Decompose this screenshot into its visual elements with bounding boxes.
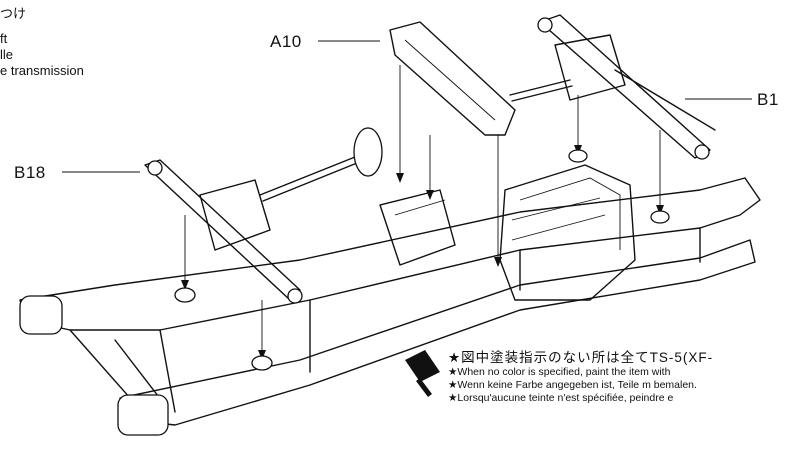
right-bumper-bracket [117, 394, 169, 436]
flywheel-disc [353, 127, 383, 177]
label-a10: A10 [270, 32, 302, 51]
note-english: ★When no color is specified, paint the i… [448, 366, 671, 378]
note-french: ★Lorsqu'aucune teinte n'est spécifiée, p… [448, 392, 674, 404]
bushing-1 [174, 287, 196, 303]
propeller-shaft [259, 79, 573, 202]
part-b1-axle [537, 14, 716, 160]
bushing-2 [251, 355, 273, 371]
assembly-arrows [181, 65, 664, 360]
header-de-fragment: lle [0, 47, 14, 62]
label-b1: B1 [757, 90, 779, 109]
paint-instruction-notes: ★図中塗装指示のない所は全てTS-5(XF- ★When no color is… [448, 351, 791, 405]
ladder-frame [19, 177, 761, 436]
transmission-unit [379, 164, 636, 301]
label-b18: B18 [14, 163, 46, 182]
left-bumper-bracket [19, 295, 63, 335]
note-japanese: ★図中塗装指示のない所は全てTS-5(XF- [448, 350, 714, 365]
header-jp-fragment: つけ [0, 6, 27, 21]
bushing-4 [650, 210, 670, 224]
paint-spray-can-icon [405, 350, 440, 397]
header-fr-fragment: e transmission [0, 63, 84, 78]
header-en-fragment: ft [0, 31, 8, 46]
part-b18-axle [144, 159, 303, 304]
part-a10 [389, 21, 516, 136]
note-german: ★Wenn keine Farbe angegeben ist, Teile m… [448, 379, 697, 391]
gearbox-housing [379, 189, 456, 266]
bushing-3 [568, 149, 588, 163]
